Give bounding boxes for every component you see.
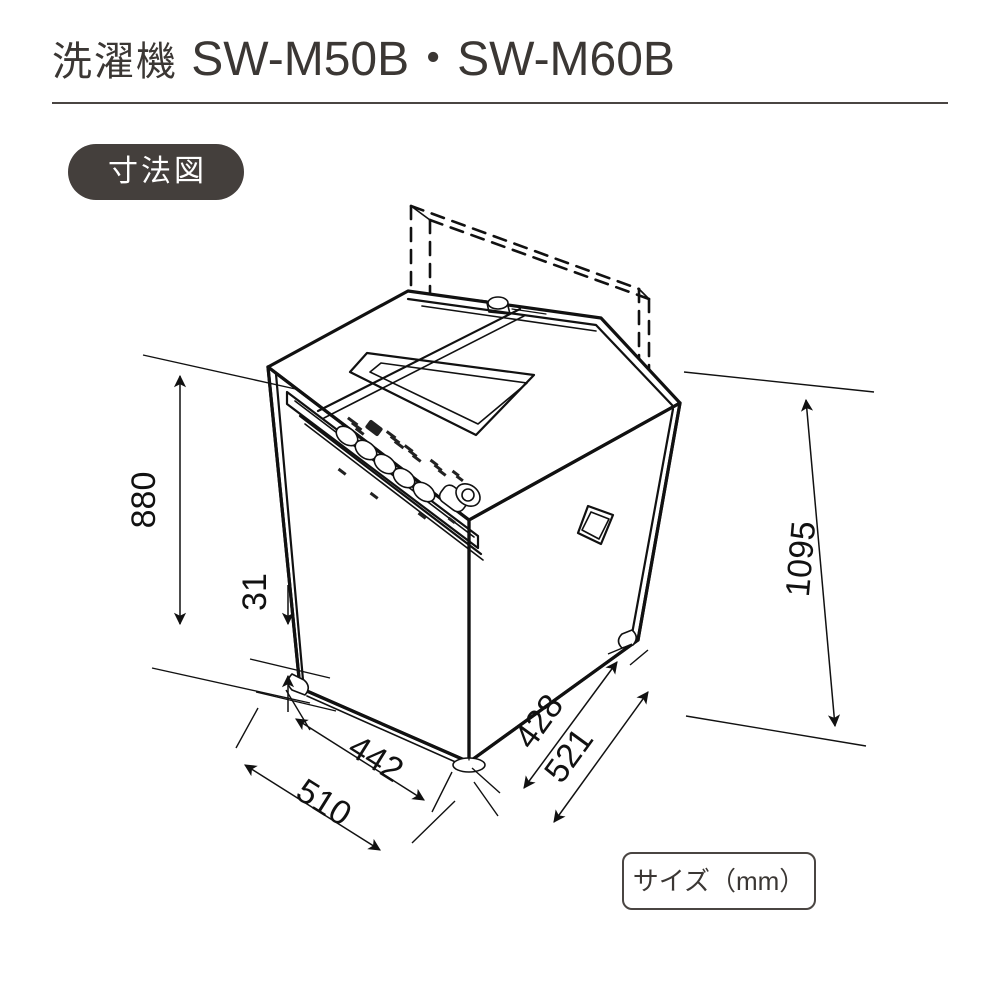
dimension-1095-open-height: 1095 xyxy=(683,371,875,747)
title-divider xyxy=(52,102,948,104)
washer-cabinet-body xyxy=(266,289,682,773)
section-badge-dimensional-drawing: 寸法図 xyxy=(68,144,244,200)
title-models: SW-M50B・SW-M60B xyxy=(191,33,675,86)
dimension-label-31: 31 xyxy=(236,573,274,611)
dimension-880-height: 880 xyxy=(125,354,311,704)
page-header: 洗濯機 SW-M50B・SW-M60B xyxy=(52,28,948,104)
dimension-label-1095: 1095 xyxy=(779,520,823,599)
title-category: 洗濯機 xyxy=(52,40,178,84)
control-panel-buttons xyxy=(335,416,481,525)
dimension-31-base-offset: 31 xyxy=(236,573,337,712)
badge-label: 寸法図 xyxy=(108,155,207,188)
size-unit-label: サイズ（mm） xyxy=(632,866,806,896)
dimension-521-overall-depth: 521 xyxy=(473,649,649,823)
panel-indicator-marks xyxy=(337,416,464,525)
dimension-label-880: 880 xyxy=(125,472,163,529)
page-title: 洗濯機 SW-M50B・SW-M60B xyxy=(52,28,948,93)
dimension-510-overall-width: 510 xyxy=(235,707,456,851)
dimension-label-510: 510 xyxy=(290,772,358,834)
size-unit-note: サイズ（mm） xyxy=(622,852,816,910)
